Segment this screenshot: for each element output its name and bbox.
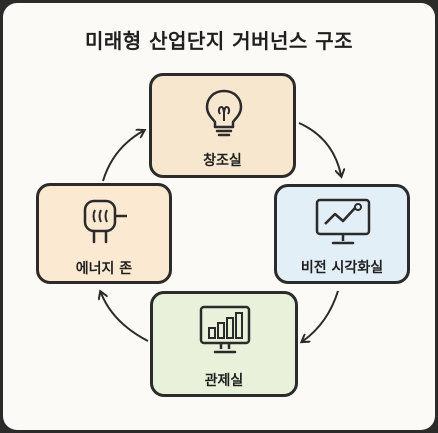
monitor-bar-chart-icon	[199, 305, 251, 354]
cycle-arrows	[3, 122, 435, 430]
arrow-right-to-bottom	[303, 290, 339, 341]
node-control-room: 관제실	[150, 291, 298, 397]
monitor-line-chart-icon	[315, 198, 371, 245]
node-energy-zone: 에너지 존	[36, 183, 172, 284]
node-vision-visualization-room: 비전 시각화실	[274, 184, 410, 284]
node-label-energy: 에너지 존	[75, 261, 133, 277]
node-creation-room: 창조실	[149, 73, 296, 178]
diagram-title: 미래형 산업단지 거버넌스 구조	[84, 29, 354, 53]
lightbulb-icon	[205, 89, 243, 137]
diagram-card: 미래형 산업단지 거버넌스 구조 창조실 비	[3, 3, 435, 430]
arrow-left-to-top	[102, 131, 143, 182]
arrow-top-to-right	[298, 122, 341, 175]
arrow-bottom-to-left	[101, 293, 149, 342]
node-label-creation: 창조실	[203, 153, 242, 169]
node-label-vision: 비전 시각화실	[300, 260, 384, 276]
power-plug-icon	[83, 199, 127, 244]
node-label-control: 관제실	[204, 373, 244, 389]
